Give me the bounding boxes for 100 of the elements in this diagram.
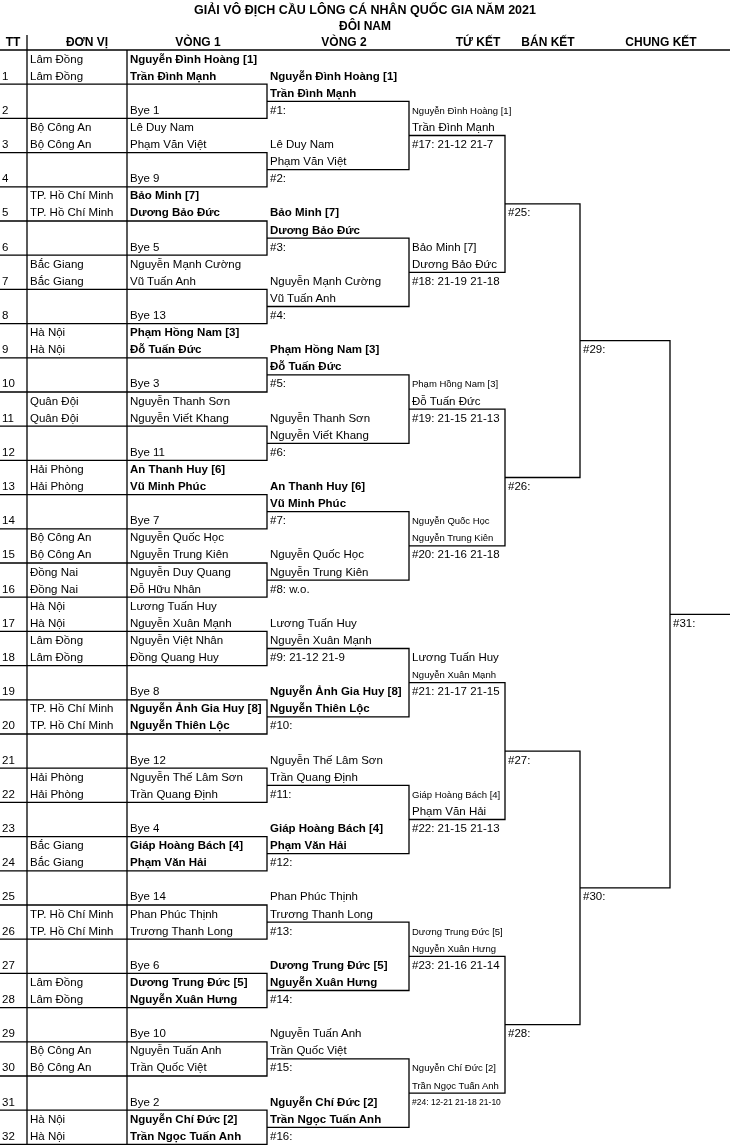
round2-entry: #3: [270, 239, 286, 255]
round1-entry: Nguyễn Đình Hoàng [1] [130, 51, 258, 67]
quarterfinal-entry: Dương Bảo Đức [412, 256, 497, 272]
round1-entry: Dương Trung Đức [5] [130, 974, 248, 990]
quarterfinal-entry: #20: 21-16 21-18 [412, 547, 500, 563]
round1-entry: Đỗ Tuấn Đức [130, 342, 202, 358]
unit-name: Lâm Đồng [30, 632, 84, 648]
quarterfinal-entry: Dương Trung Đức [5] [412, 924, 503, 939]
row-number: 22 [2, 786, 15, 802]
round2-entry: Nguyễn Xuân Mạnh [270, 632, 372, 648]
final-match: #31: [673, 615, 696, 631]
row-number: 13 [2, 479, 15, 494]
round2-entry: Nguyễn Chí Đức [2] [270, 1094, 378, 1110]
round2-entry: Dương Bảo Đức [270, 222, 360, 238]
row-number: 3 [2, 137, 9, 152]
round1-entry: Bye 1 [130, 102, 160, 118]
row-number: 31 [2, 1094, 15, 1110]
row-number: 14 [2, 513, 15, 529]
round1-entry: Bye 3 [130, 376, 160, 392]
unit-name: Quân Đội [30, 410, 79, 426]
row-number: 16 [2, 581, 15, 597]
quarterfinal-entry: #24: 12-21 21-18 21-10 [412, 1095, 501, 1109]
column-header: TT [5, 35, 21, 49]
column-header: BÁN KẾT [521, 35, 575, 49]
round1-entry: Nguyễn Mạnh Cường [130, 256, 242, 272]
round2-entry: Nguyễn Tuấn Anh [270, 1026, 362, 1042]
unit-name: Hải Phòng [30, 479, 84, 494]
quarterfinal-entry: Trần Ngọc Tuấn Anh [412, 1078, 499, 1093]
round1-entry: Lương Tuấn Huy [130, 598, 217, 614]
round2-entry: #4: [270, 308, 286, 323]
column-header: ĐƠN VỊ [65, 35, 109, 49]
round2-entry: #1: [270, 102, 286, 118]
unit-name: Lâm Đồng [30, 51, 84, 67]
unit-name: Bộ Công An [30, 137, 92, 152]
round2-entry: #8: w.o. [270, 581, 310, 597]
row-number: 25 [2, 889, 15, 905]
column-header: VÒNG 1 [175, 35, 221, 49]
unit-name: Bộ Công An [30, 119, 92, 135]
quarterfinal-entry: Phạm Hồng Nam [3] [412, 377, 499, 392]
row-number: 10 [2, 376, 15, 392]
round1-entry: Đỗ Hữu Nhân [130, 581, 201, 597]
round2-entry: Vũ Tuấn Anh [270, 290, 336, 306]
row-number: 12 [2, 444, 15, 460]
round2-entry: #9: 21-12 21-9 [270, 650, 345, 665]
round1-entry: Bye 12 [130, 752, 166, 768]
quarterfinal-entry: Lương Tuấn Huy [412, 650, 499, 665]
quarterfinal-entry: #21: 21-17 21-15 [412, 684, 500, 700]
round2-entry: Trương Thanh Long [270, 906, 373, 922]
round1-entry: Nguyễn Chí Đức [2] [130, 1111, 238, 1127]
row-number: 27 [2, 957, 15, 973]
quarterfinal-entry: Nguyễn Xuân Hưng [412, 941, 496, 956]
unit-name: Hải Phòng [30, 769, 84, 785]
unit-name: TP. Hồ Chí Minh [30, 701, 114, 717]
row-number: 32 [2, 1128, 15, 1144]
row-number: 21 [2, 752, 15, 768]
round2-entry: #16: [270, 1128, 293, 1144]
round2-entry: Nguyễn Mạnh Cường [270, 273, 382, 289]
row-number: 11 [2, 410, 14, 426]
round1-entry: Bye 8 [130, 684, 160, 700]
round1-entry: Bye 14 [130, 889, 166, 905]
round2-entry: Nguyễn Xuân Hưng [270, 974, 378, 990]
round1-entry: Bye 5 [130, 239, 160, 255]
quarterfinal-entry: Giáp Hoàng Bách [4] [412, 787, 501, 802]
round2-entry: Phạm Hồng Nam [3] [270, 342, 380, 358]
unit-name: TP. Hồ Chí Minh [30, 188, 114, 204]
subtitle: ĐÔI NAM [339, 19, 391, 33]
round1-entry: Phan Phúc Thịnh [130, 906, 219, 922]
quarterfinal-entry: Nguyễn Xuân Mạnh [412, 668, 496, 683]
semifinal-match: #27: [508, 752, 531, 768]
round1-entry: Phạm Hồng Nam [3] [130, 325, 240, 341]
quarterfinal-entry: Trần Đình Mạnh [412, 119, 495, 135]
round1-entry: Nguyễn Duy Quang [130, 564, 231, 580]
quarterfinal-entry: Phạm Văn Hải [412, 803, 487, 819]
row-number: 7 [2, 273, 9, 289]
round2-entry: #14: [270, 992, 293, 1007]
round1-entry: Nguyễn Quốc Học [130, 530, 224, 546]
round1-entry: Nguyễn Xuân Mạnh [130, 615, 232, 631]
round2-entry: Phạm Văn Hải [270, 838, 347, 854]
round1-entry: Trần Đình Mạnh [130, 68, 217, 85]
round2-entry: Giáp Hoàng Bách [4] [270, 821, 384, 836]
round1-entry: Nguyễn Viết Khang [130, 410, 229, 426]
row-number: 6 [2, 239, 9, 255]
round1-entry: Lê Duy Nam [130, 119, 194, 135]
round1-entry: Bảo Minh [7] [130, 188, 199, 204]
round1-entry: An Thanh Huy [6] [130, 461, 226, 477]
round1-entry: Bye 4 [130, 821, 160, 836]
round2-entry: Nguyễn Trung Kiên [270, 564, 369, 580]
column-header: CHUNG KẾT [625, 35, 697, 49]
round1-entry: Đồng Quang Huy [130, 650, 219, 665]
round1-entry: Giáp Hoàng Bách [4] [130, 838, 244, 854]
row-number: 5 [2, 205, 9, 221]
unit-name: Hà Nội [30, 615, 66, 631]
unit-name: Bộ Công An [30, 1043, 92, 1059]
row-number: 9 [2, 342, 9, 358]
round1-entry: Dương Bảo Đức [130, 205, 220, 221]
quarterfinal-entry: #17: 21-12 21-7 [412, 137, 494, 152]
unit-name: Lâm Đồng [30, 992, 84, 1007]
unit-name: Hà Nội [30, 1128, 66, 1144]
unit-name: Bắc Giang [30, 838, 84, 854]
round2-entry: #15: [270, 1060, 293, 1076]
